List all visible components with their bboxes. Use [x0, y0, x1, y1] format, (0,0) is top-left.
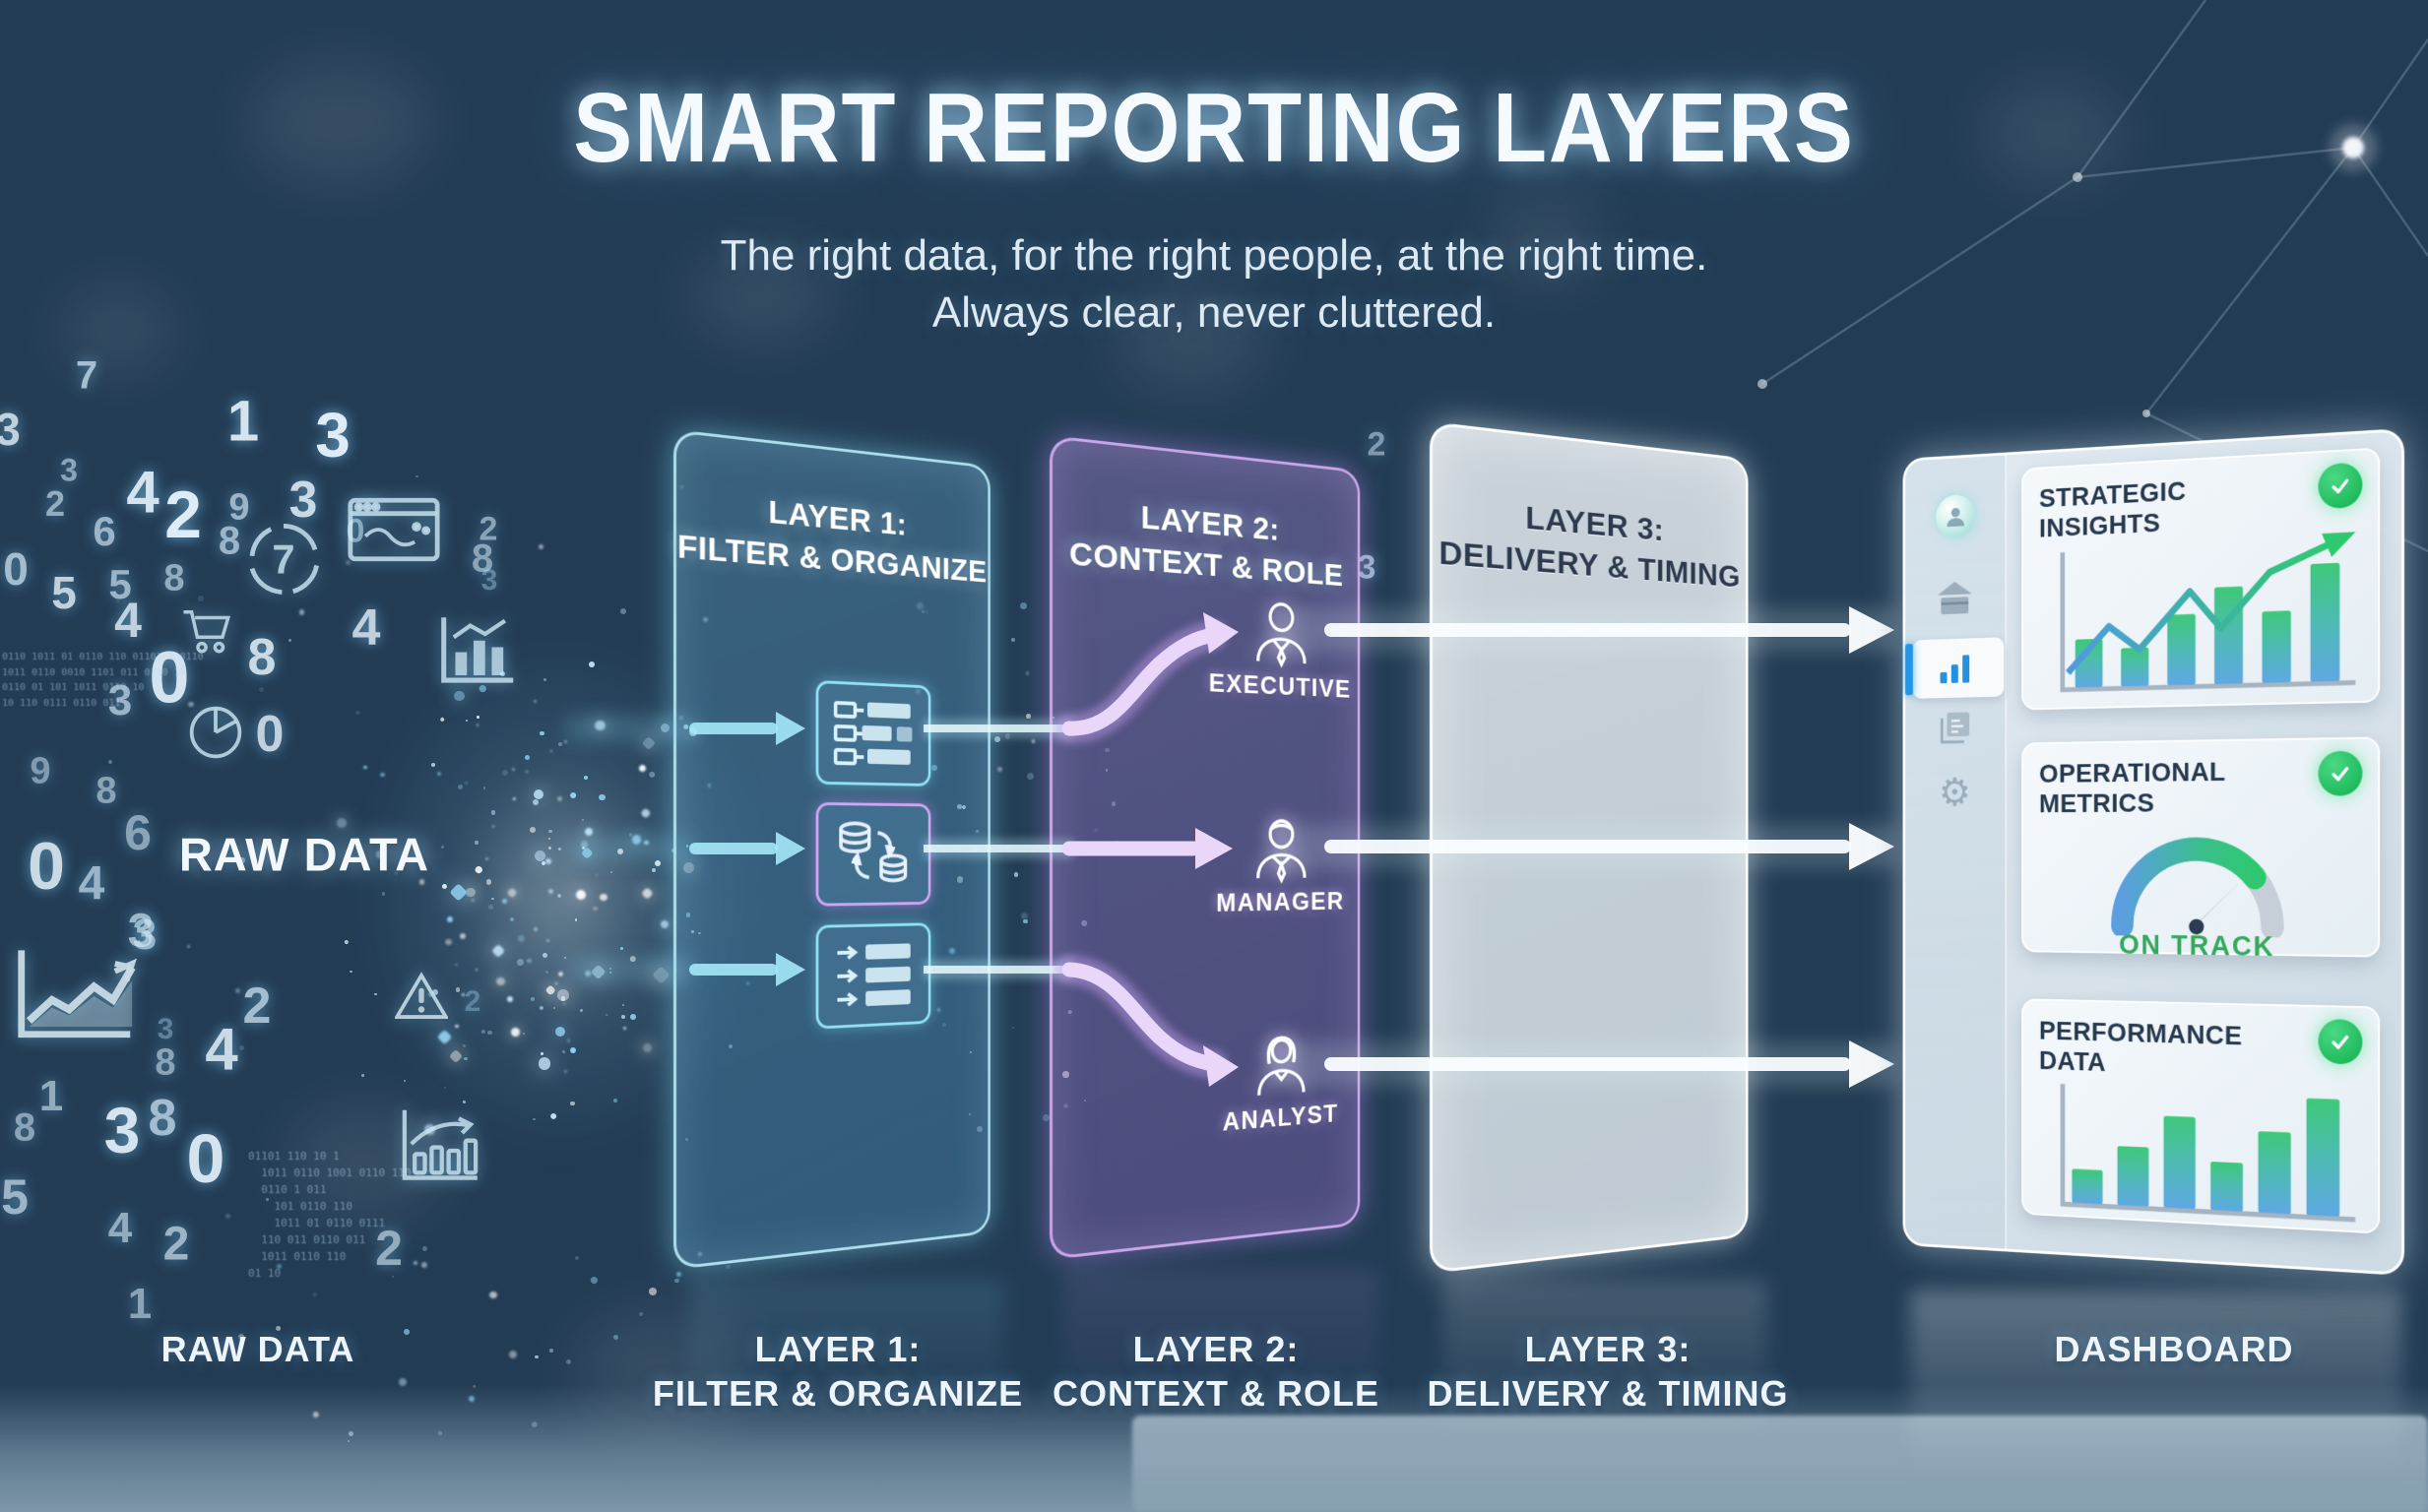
role-executive-label: EXECUTIVE — [1208, 668, 1352, 704]
report-icon[interactable] — [1905, 708, 2005, 748]
layer1-reflection — [689, 1280, 1004, 1427]
card-performance-title: PERFORMANCE DATA — [2038, 1015, 2243, 1077]
dashboard-sidebar: ⚙ — [1905, 455, 2008, 1249]
layer1-panel: LAYER 1: FILTER & ORGANIZE — [673, 429, 990, 1270]
footer-l2-line1: LAYER 2: — [1132, 1329, 1300, 1369]
user-avatar[interactable] — [1936, 493, 1976, 538]
footer-label-raw-data: RAW DATA — [161, 1327, 355, 1371]
footer-raw-line1: RAW DATA — [160, 1329, 355, 1369]
card-strategic-insights: STRATEGIC INSIGHTS — [2021, 447, 2380, 710]
footer-l2-line2: CONTEXT & ROLE — [1052, 1373, 1380, 1414]
raw-data-scene-label: RAW DATA — [178, 828, 430, 881]
subtitle-line1: The right data, for the right people, at… — [720, 231, 1708, 280]
card-operational-metrics: OPERATIONAL METRICS ON TRACK — [2021, 736, 2381, 963]
bokeh-blob — [59, 285, 177, 374]
card-operational-title: OPERATIONAL METRICS — [2038, 756, 2226, 818]
layer2-reflection — [1063, 1270, 1378, 1418]
page-title: SMART REPORTING LAYERS — [573, 73, 1855, 183]
gauge-status-text: ON TRACK — [2118, 929, 2275, 963]
footer-label-dashboard: DASHBOARD — [2055, 1327, 2294, 1371]
layer3-panel: LAYER 3: DELIVERY & TIMING — [1430, 421, 1749, 1274]
floor-highlight — [1132, 1416, 2428, 1512]
bokeh-blob — [689, 246, 837, 345]
footer-dash-line1: DASHBOARD — [2054, 1329, 2294, 1369]
layer3-reflection — [1442, 1280, 1767, 1437]
list-arrows-icon — [815, 922, 931, 1030]
footer-l1-line1: LAYER 1: — [754, 1329, 922, 1369]
gauge-chart — [2093, 819, 2301, 937]
card-strategic-title: STRATEGIC INSIGHTS — [2038, 475, 2187, 543]
bar-chart-icon-active[interactable] — [1905, 645, 2005, 690]
bokeh-blob — [1487, 197, 1605, 285]
footer-label-layer2: LAYER 2: CONTEXT & ROLE — [1053, 1327, 1379, 1416]
footer-l1-line2: FILTER & ORGANIZE — [652, 1373, 1024, 1414]
layer2-title: LAYER 2: CONTEXT & ROLE — [1053, 487, 1358, 598]
analyst-person-icon — [1248, 1029, 1313, 1102]
layer3-title: LAYER 3: DELIVERY & TIMING — [1433, 487, 1746, 598]
subtitle-line2: Always clear, never cluttered. — [931, 288, 1497, 337]
bokeh-blob — [1113, 285, 1270, 394]
executive-person-icon — [1248, 597, 1313, 670]
footer-label-layer3: LAYER 3: DELIVERY & TIMING — [1427, 1327, 1788, 1416]
bokeh-blob — [286, 1102, 443, 1221]
layer1-title: LAYER 1: FILTER & ORGANIZE — [676, 481, 988, 593]
layer2-panel: LAYER 2: CONTEXT & ROLE EXECUTIVE MANAGE… — [1050, 435, 1361, 1260]
performance-data-chart — [2039, 1075, 2364, 1240]
check-icon — [2318, 1018, 2363, 1065]
footer-l3-line2: DELIVERY & TIMING — [1427, 1373, 1789, 1414]
dashboard-panel: ⚙ STRATEGIC INSIGHTS OPE — [1903, 428, 2404, 1276]
check-icon — [2318, 462, 2363, 510]
settings-gear-icon[interactable]: ⚙ — [1938, 769, 1971, 815]
filter-mapping-icon — [815, 679, 931, 787]
footer-label-layer1: LAYER 1: FILTER & ORGANIZE — [653, 1327, 1023, 1416]
role-executive: EXECUTIVE — [1128, 588, 1421, 707]
role-manager: MANAGER — [1128, 813, 1421, 920]
dashboard-reflection — [1910, 1290, 2402, 1477]
footer-l3-line1: LAYER 3: — [1524, 1329, 1692, 1369]
manager-person-icon — [1248, 814, 1313, 885]
bokeh-blob — [246, 59, 433, 187]
home-icon[interactable] — [1905, 578, 2005, 618]
card-performance-data: PERFORMANCE DATA — [2021, 998, 2381, 1234]
strategic-insights-chart — [2039, 529, 2364, 714]
check-icon — [2318, 750, 2363, 796]
database-sync-icon — [816, 802, 931, 907]
header: SMART REPORTING LAYERS — [0, 79, 2428, 177]
bokeh-blob — [1979, 79, 2127, 187]
